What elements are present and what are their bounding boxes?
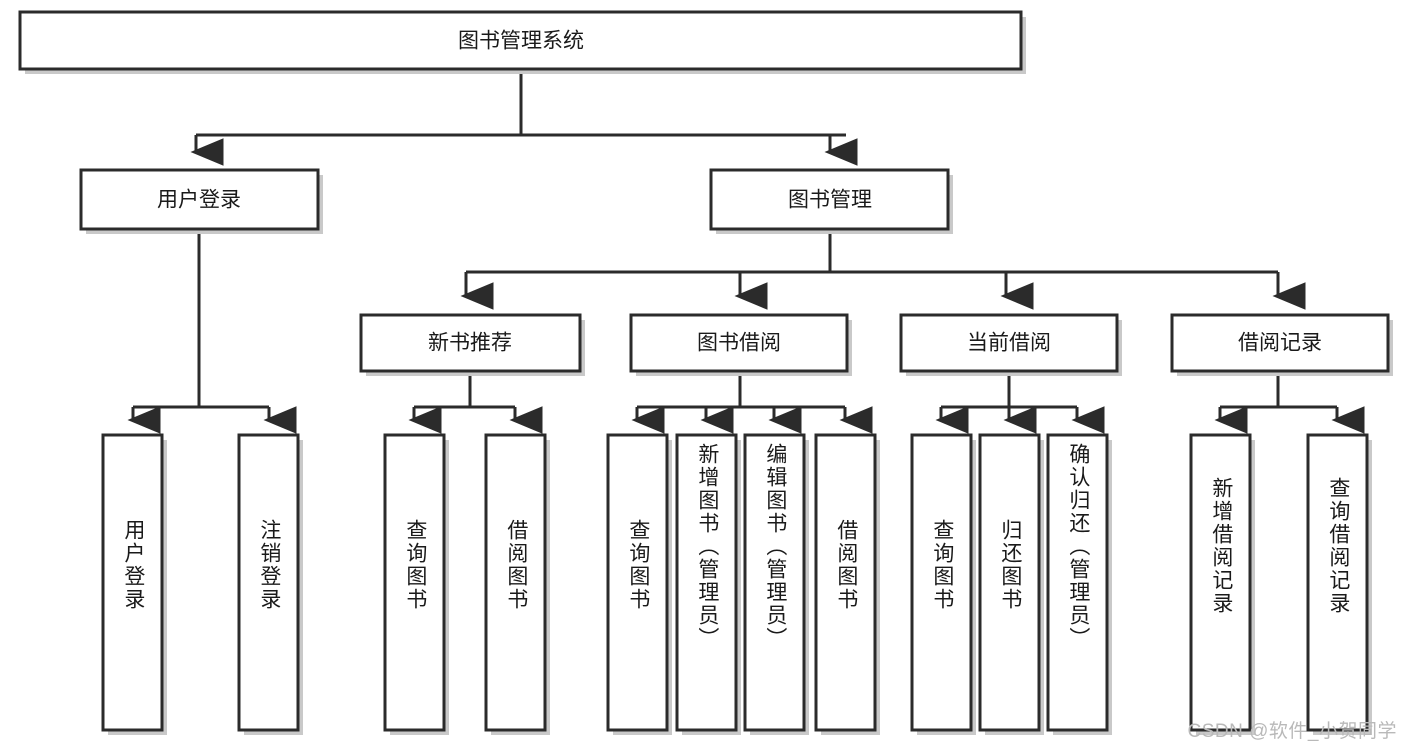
leaf-box-confirm-return[interactable] (1046, 433, 1112, 735)
leaf-box-return-book[interactable] (978, 433, 1044, 735)
edges-userlogin-to-leaves (127, 232, 297, 434)
node-book-management-label: 图书管理 (788, 189, 872, 212)
leaf-box-borrow-book-1[interactable] (484, 433, 550, 735)
leaf-box-query-book-2[interactable] (606, 433, 672, 735)
leaf-box-query-record[interactable] (1306, 433, 1372, 735)
node-user-login[interactable]: 用户登录 (79, 168, 323, 234)
node-borrow-record[interactable]: 借阅记录 (1170, 313, 1393, 376)
leaf-box-logout-login[interactable] (237, 433, 303, 735)
node-current-borrow-label: 当前借阅 (967, 332, 1051, 355)
node-user-login-label: 用户登录 (157, 189, 241, 212)
node-root[interactable]: 图书管理系统 (18, 10, 1026, 74)
edges-root-to-level1 (190, 70, 858, 166)
node-borrow-record-label: 借阅记录 (1238, 332, 1322, 355)
leaf-box-borrow-book-2[interactable] (814, 433, 880, 735)
leaf-box-edit-book[interactable] (743, 433, 809, 735)
node-book-borrow-label: 图书借阅 (697, 332, 781, 355)
node-book-borrow[interactable]: 图书借阅 (629, 313, 852, 376)
leaf-box-add-book[interactable] (675, 433, 741, 735)
node-new-book-recommend-label: 新书推荐 (428, 332, 512, 355)
csdn-watermark: CSDN @软件_小贺同学 (1187, 721, 1397, 742)
node-root-label: 图书管理系统 (458, 30, 584, 53)
edges-borrowrecord-to-leaves (1214, 375, 1365, 434)
node-new-book-recommend[interactable]: 新书推荐 (359, 313, 585, 376)
leaf-box-query-book-1[interactable] (383, 433, 449, 735)
leaf-box-user-login[interactable] (101, 433, 167, 735)
node-book-management[interactable]: 图书管理 (709, 168, 953, 234)
edges-newbook-to-leaves (408, 375, 543, 434)
edges-bookborrow-to-leaves (631, 375, 873, 434)
edges-bookmanagement-to-level2 (460, 232, 1306, 310)
leaf-boxes (101, 433, 1372, 735)
edges-currentborrow-to-leaves (935, 375, 1105, 434)
leaf-box-add-record[interactable] (1189, 433, 1255, 735)
leaf-box-query-book-3[interactable] (910, 433, 976, 735)
node-current-borrow[interactable]: 当前借阅 (899, 313, 1122, 376)
